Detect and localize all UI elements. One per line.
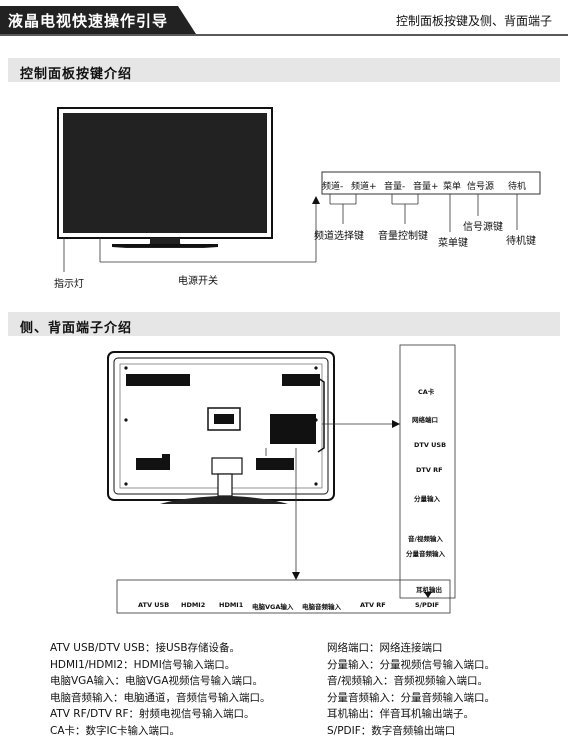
- callout-indicator-light: 指示灯: [54, 279, 84, 290]
- desc-ca-card: CA卡：数字IC卡输入端口。: [50, 724, 180, 737]
- section-title-ports: 侧、背面端子介绍: [20, 321, 133, 336]
- port-pc-vga-in: 电脑VGA输入: [252, 603, 294, 611]
- button-channel-up: 频道+: [351, 182, 377, 192]
- port-headphone-out: 耳机输出: [416, 586, 442, 594]
- header-title: 液晶电视快速操作引导: [8, 12, 169, 30]
- callout-source-key: 信号源键: [463, 222, 503, 233]
- button-volume-up: 音量+: [413, 182, 439, 192]
- button-menu: 菜单: [443, 182, 462, 192]
- descriptions-left: ATV USB/DTV USB：接USB存储设备。 HDMI1/HDMI2：HD…: [50, 640, 271, 739]
- port-network: 网络端口: [412, 416, 438, 424]
- port-atv-rf: ATV RF: [360, 601, 386, 609]
- tv-back-illustration: [107, 351, 335, 504]
- port-dtv-rf: DTV RF: [416, 466, 443, 474]
- port-hdmi1: HDMI1: [219, 601, 244, 609]
- port-component-in: 分量输入: [414, 495, 440, 503]
- desc-component: 分量输入：分量视频信号输入端口。: [327, 658, 495, 671]
- descriptions-right: 网络端口：网络连接端口 分量输入：分量视频信号输入端口。 音/视频输入：音频视频…: [327, 640, 495, 739]
- button-standby: 待机: [508, 182, 527, 192]
- port-atv-usb: ATV USB: [138, 601, 170, 609]
- port-av-in: 音/视频输入: [408, 535, 443, 543]
- callout-power-switch: 电源开关: [178, 276, 218, 287]
- header-section-title: 控制面板按键及侧、背面端子: [395, 14, 552, 28]
- desc-usb: ATV USB/DTV USB：接USB存储设备。: [50, 642, 241, 654]
- desc-rf: ATV RF/DTV RF：射频电视信号输入端口。: [50, 708, 255, 720]
- desc-network: 网络端口：网络连接端口: [327, 642, 443, 654]
- port-hdmi2: HDMI2: [181, 601, 206, 609]
- port-component-audio-in: 分量音频输入: [406, 550, 445, 558]
- header-bar: [0, 6, 568, 36]
- port-dtv-usb: DTV USB: [414, 441, 447, 449]
- button-source: 信号源: [467, 182, 495, 192]
- desc-av: 音/视频输入：音频视频输入端口。: [327, 675, 489, 687]
- port-pc-audio-in: 电脑音频输入: [302, 603, 341, 611]
- desc-component-audio: 分量音频输入：分量音频输入端口。: [327, 691, 495, 704]
- port-ca-card: CA卡: [418, 388, 435, 396]
- section-bar-control-panel: [8, 58, 560, 82]
- desc-hdmi: HDMI1/HDMI2：HDMI信号输入端口。: [50, 658, 236, 671]
- callout-standby-key: 待机键: [506, 236, 536, 247]
- section-bar-ports: [8, 312, 560, 336]
- callout-menu-key: 菜单键: [438, 238, 468, 249]
- desc-pc-audio: 电脑音频输入：电脑通道，音频信号输入端口。: [50, 691, 271, 704]
- desc-spdif: S/PDIF：数字音频输出端口: [327, 724, 456, 737]
- desc-vga: 电脑VGA输入：电脑VGA视频信号输入端口。: [50, 675, 264, 687]
- callout-volume-keys: 音量控制键: [378, 231, 428, 242]
- desc-headphone: 耳机输出：伴音耳机输出端子。: [327, 708, 474, 720]
- button-channel-down: 频道-: [322, 182, 344, 192]
- callout-channel-keys: 频道选择键: [314, 231, 364, 242]
- button-volume-down: 音量-: [384, 182, 406, 192]
- port-spdif: S/PDIF: [415, 601, 440, 609]
- tv-front-illustration: [57, 107, 273, 248]
- section-title-control-panel: 控制面板按键介绍: [20, 67, 133, 82]
